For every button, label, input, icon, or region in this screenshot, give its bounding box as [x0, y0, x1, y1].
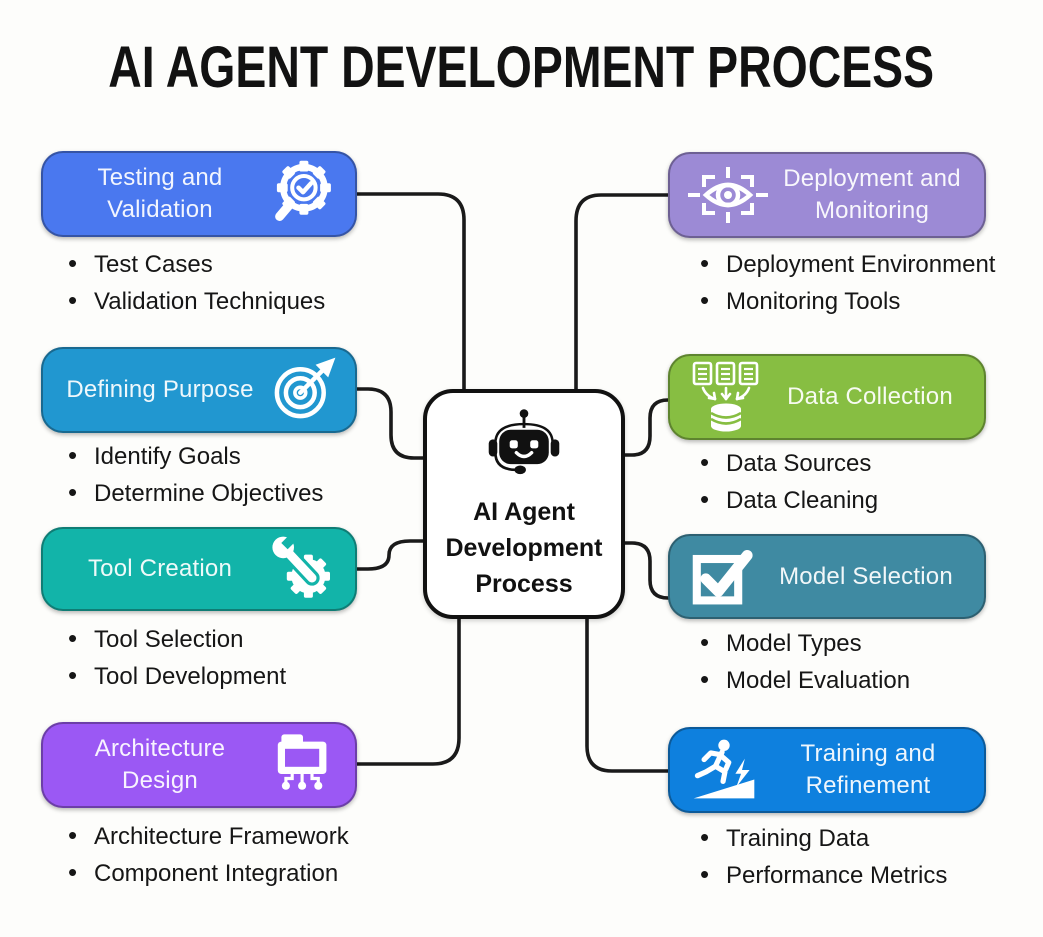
bullet-list-model: Model Types Model Evaluation [696, 624, 910, 699]
bullet-item: Tool Selection [64, 620, 286, 658]
bullet-item: Test Cases [64, 245, 325, 283]
card-label: Model Selection [779, 562, 953, 590]
connector-deployment [574, 193, 670, 391]
bullet-item: Training Data [696, 819, 947, 857]
center-node: AI Agent Development Process [423, 389, 625, 619]
bullet-item: Performance Metrics [696, 856, 947, 894]
card-model-selection: Model Selection [668, 534, 986, 619]
bullet-item: Determine Objectives [64, 474, 323, 512]
connector-architecture [355, 617, 461, 766]
card-tool-creation: Tool Creation [41, 527, 357, 611]
bullet-list-data: Data Sources Data Cleaning [696, 444, 878, 519]
design-board-icon [267, 729, 339, 801]
card-label: Architecture Design [94, 735, 226, 794]
bullet-item: Identify Goals [64, 437, 323, 475]
connector-model [623, 541, 670, 600]
card-label: Testing and Validation [97, 164, 223, 223]
target-arrow-icon [267, 354, 339, 426]
bullet-item: Validation Techniques [64, 282, 325, 320]
card-label: Tool Creation [87, 555, 232, 583]
magnifier-gear-check-icon [267, 158, 339, 230]
page-title-wrap: AI AGENT DEVELOPMENT PROCESS [0, 34, 1043, 101]
wrench-gear-icon [267, 533, 339, 605]
card-deployment-monitoring: Deployment and Monitoring [668, 152, 986, 238]
connector-training [585, 617, 670, 773]
bullet-item: Component Integration [64, 854, 349, 892]
center-node-line: AI Agent [473, 498, 575, 526]
connector-data [623, 398, 670, 457]
robot-icon [476, 405, 572, 492]
bullet-item: Monitoring Tools [696, 282, 995, 320]
bullet-item: Deployment Environment [696, 245, 995, 283]
connector-defining [355, 387, 425, 460]
connector-tool [355, 539, 425, 571]
runner-bolt-icon [686, 734, 762, 806]
page-title: AI AGENT DEVELOPMENT PROCESS [108, 35, 935, 100]
documents-database-icon [686, 360, 766, 434]
card-label: Data Collection [787, 383, 953, 411]
bullet-list-deployment: Deployment Environment Monitoring Tools [696, 245, 995, 320]
bullet-list-architecture: Architecture Framework Component Integra… [64, 817, 349, 892]
bullet-item: Tool Development [64, 657, 286, 695]
eye-scan-icon [686, 161, 770, 229]
card-architecture-design: Architecture Design [41, 722, 357, 808]
bullet-list-defining: Identify Goals Determine Objectives [64, 437, 323, 512]
center-node-title: AI Agent Development Process [446, 494, 603, 602]
bullet-list-training: Training Data Performance Metrics [696, 819, 947, 894]
connector-testing [355, 192, 466, 391]
card-label: Training and Refinement [800, 740, 936, 799]
card-data-collection: Data Collection [668, 354, 986, 440]
bullet-list-tool: Tool Selection Tool Development [64, 620, 286, 695]
card-label: Deployment and Monitoring [783, 165, 961, 224]
bullet-item: Model Evaluation [696, 661, 910, 699]
checkbox-check-icon [686, 541, 758, 613]
card-defining-purpose: Defining Purpose [41, 347, 357, 433]
bullet-item: Data Cleaning [696, 481, 878, 519]
card-testing-validation: Testing and Validation [41, 151, 357, 237]
card-training-refinement: Training and Refinement [668, 727, 986, 813]
card-label: Defining Purpose [66, 376, 254, 404]
bullet-item: Data Sources [696, 444, 878, 482]
bullet-item: Model Types [696, 624, 910, 662]
bullet-item: Architecture Framework [64, 817, 349, 855]
bullet-list-testing: Test Cases Validation Techniques [64, 245, 325, 320]
center-node-line: Process [475, 570, 573, 598]
center-node-line: Development [445, 534, 603, 562]
